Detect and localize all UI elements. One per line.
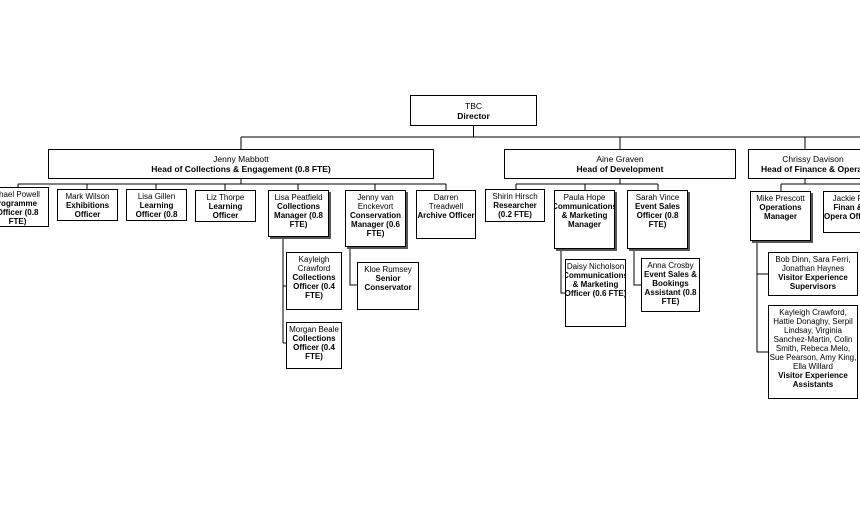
staff-role: Communications & Marketing Manager xyxy=(554,202,615,229)
staff-role: rogramme Officer (0.8 FTE) xyxy=(0,199,39,226)
staff-role: Collections Officer (0.4 FTE) xyxy=(292,273,336,300)
staff-role: Learning Officer xyxy=(208,202,243,220)
head-development-name: Aine Graven xyxy=(596,154,644,164)
staff-name: Jenny van Enckevort xyxy=(357,193,394,211)
staff-box-comms-officer: Daisy Nicholson Communications & Marketi… xyxy=(565,259,626,327)
staff-box-collections-officer-2: Morgan Beale Collections Officer (0.4 FT… xyxy=(286,322,342,369)
head-development-box: Aine Graven Head of Development xyxy=(504,149,736,179)
staff-name: Liz Thorpe xyxy=(206,193,245,202)
staff-box-collections-manager: Lisa Peatfield Collections Manager (0.8 … xyxy=(268,190,329,237)
staff-name: Lisa Gillen xyxy=(137,192,176,201)
staff-role: Finan & Opera Office xyxy=(824,203,860,221)
staff-name: Paula Hope xyxy=(563,193,606,202)
staff-name: Lisa Peatfield xyxy=(274,193,323,202)
staff-name: Mark Wilson xyxy=(65,192,110,201)
staff-name: Anna Crosby xyxy=(647,261,694,270)
staff-box-learning-officer-2: Liz Thorpe Learning Officer xyxy=(195,190,256,222)
staff-box-event-sales-assistant: Anna Crosby Event Sales & Bookings Assis… xyxy=(641,258,700,312)
staff-name: Kloe Rumsey xyxy=(364,265,412,274)
staff-name: Daisy Nicholson xyxy=(566,262,625,271)
director-role: Director xyxy=(457,110,490,121)
staff-box-finance-officer: Jackie R Finan & Opera Office xyxy=(823,191,860,233)
staff-name: Jackie R xyxy=(832,194,860,203)
staff-role: Visitor Experience Supervisors xyxy=(778,273,848,291)
staff-role: Conservation Manager (0.6 FTE) xyxy=(349,211,402,238)
staff-name: Shirin Hirsch xyxy=(492,192,538,201)
head-collections-role: Head of Collections & Engagement (0.8 FT… xyxy=(151,164,331,174)
staff-role: Collections Officer (0.4 FTE) xyxy=(292,334,336,361)
staff-box-researcher: Shirin Hirsch Researcher (0.2 FTE) xyxy=(485,189,545,222)
staff-role: Communications & Marketing Officer (0.6 … xyxy=(565,271,626,298)
connector-events-reports xyxy=(633,249,641,286)
head-development-role: Head of Development xyxy=(576,164,664,174)
staff-box-visitor-assistants: Kayleigh Crawford, Hattie Donaghy, Serpi… xyxy=(768,305,858,399)
connector-conservation-reports xyxy=(349,247,357,286)
staff-name: chael Powell xyxy=(0,190,40,199)
staff-box-programme-officer: chael Powell rogramme Officer (0.8 FTE) xyxy=(0,187,49,227)
staff-name: Sarah Vince xyxy=(635,193,680,202)
head-finance-role: Head of Finance & Operat xyxy=(761,164,860,174)
staff-box-visitor-supervisors: Bob Dinn, Sara Ferri, Jonathan Haynes Vi… xyxy=(768,252,858,296)
staff-box-learning-officer-1: Lisa Gillen Learning Officer (0.8 FTE) xyxy=(126,189,187,221)
staff-box-collections-officer-1: Kayleigh Crawford Collections Officer (0… xyxy=(286,252,342,310)
staff-role: Visitor Experience Assistants xyxy=(778,371,848,389)
staff-name: Morgan Beale xyxy=(289,325,339,334)
staff-box-archive-officer: Darren Treadwell Archive Officer xyxy=(416,190,476,239)
director-box: TBC Director xyxy=(410,95,537,126)
staff-role: Researcher (0.2 FTE) xyxy=(493,201,537,219)
staff-box-comms-manager: Paula Hope Communications & Marketing Ma… xyxy=(554,190,615,249)
staff-box-conservation-manager: Jenny van Enckevort Conservation Manager… xyxy=(345,190,406,247)
head-collections-box: Jenny Mabbott Head of Collections & Enga… xyxy=(48,149,434,179)
connector-comms-reports xyxy=(560,249,565,294)
staff-box-event-sales-officer: Sarah Vince Event Sales Officer (0.8 FTE… xyxy=(627,190,688,249)
staff-role: Exhibitions Officer xyxy=(65,201,110,219)
staff-role: Operations Manager xyxy=(759,203,802,221)
staff-name: Darren Treadwell xyxy=(428,193,464,211)
staff-name: Mike Prescott xyxy=(756,194,805,203)
staff-role: Event Sales Officer (0.8 FTE) xyxy=(635,202,680,229)
staff-name: Bob Dinn, Sara Ferri, Jonathan Haynes xyxy=(775,255,851,273)
staff-name: Kayleigh Crawford, Hattie Donaghy, Serpi… xyxy=(769,308,857,371)
staff-name: Kayleigh Crawford xyxy=(297,255,331,273)
staff-role: Archive Officer xyxy=(417,211,475,220)
staff-role: Collections Manager (0.8 FTE) xyxy=(274,202,323,229)
staff-box-exhibitions-officer: Mark Wilson Exhibitions Officer xyxy=(57,189,118,221)
head-finance-box: Chrissy Davison Head of Finance & Operat xyxy=(748,149,860,179)
connector-operations-reports xyxy=(756,241,768,353)
head-finance-name: Chrissy Davison xyxy=(782,154,844,164)
staff-box-operations-manager: Mike Prescott Operations Manager xyxy=(750,191,811,241)
staff-box-senior-conservator: Kloe Rumsey Senior Conservator xyxy=(357,262,419,310)
head-collections-name: Jenny Mabbott xyxy=(213,154,269,164)
staff-role: Event Sales & Bookings Assistant (0.8 FT… xyxy=(644,270,697,306)
staff-role: Learning Officer (0.8 FTE) xyxy=(135,201,178,220)
staff-role: Senior Conservator xyxy=(364,274,412,292)
director-name: TBC xyxy=(465,100,482,111)
